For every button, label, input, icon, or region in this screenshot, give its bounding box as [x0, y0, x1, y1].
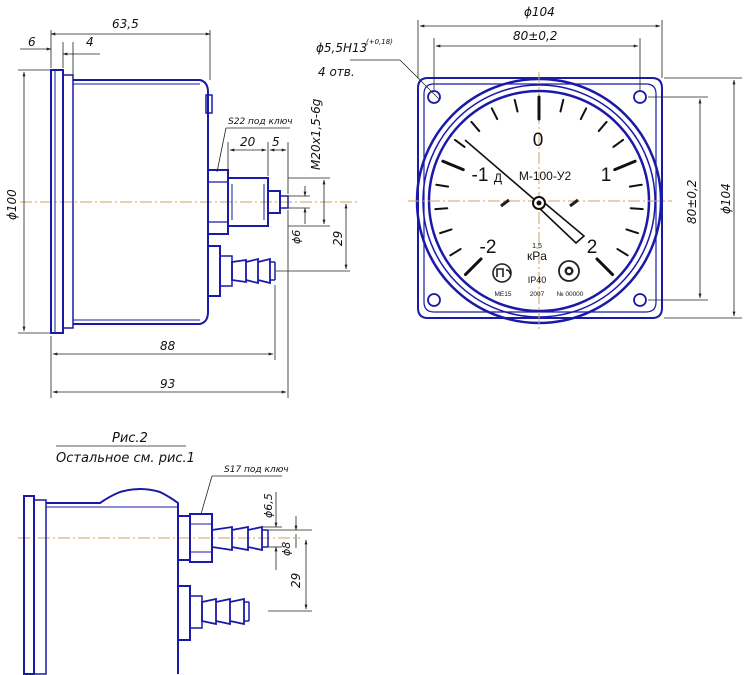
minor-tick	[559, 98, 565, 113]
dim-4: 4	[86, 35, 94, 49]
dim-fig2-29: 29	[289, 573, 303, 588]
minor-tick	[616, 248, 629, 257]
figure-2: Рис.2 Остальное см. рис.1	[18, 431, 312, 675]
minor-tick	[470, 120, 481, 133]
fig2-lower-fitting	[177, 585, 250, 641]
front-view: 0 -1 1 -2 2 Д М-100-У2 1,5 кPa IP40 ME15…	[316, 5, 742, 332]
gauge-class: 1,5	[532, 243, 542, 250]
gauge-year: 2007	[530, 291, 545, 298]
fig2-title: Рис.2	[112, 431, 148, 446]
label-s17: S17 под ключ	[224, 465, 289, 475]
gauge-ip: IP40	[528, 275, 547, 285]
dim-20: 20	[240, 135, 256, 149]
dim-right-80: 80±0,2	[685, 180, 699, 224]
minor-tick	[435, 183, 450, 188]
dim-holes-count: 4 отв.	[318, 65, 355, 79]
dim-6: 6	[28, 35, 36, 49]
dim-63-5: 63,5	[112, 17, 139, 31]
minor-tick	[628, 183, 643, 188]
major-tick	[463, 257, 483, 277]
dim-front-dia-104: ϕ104	[524, 5, 555, 19]
minor-tick	[597, 120, 608, 133]
gauge-model: М-100-У2	[519, 169, 572, 183]
fig2-case	[46, 488, 179, 674]
fig2-bezel	[23, 495, 35, 675]
dim-thread: M20x1,5-6g	[309, 98, 323, 170]
scale-ticks	[434, 95, 644, 277]
minor-tick	[453, 138, 466, 148]
gauge-unit: кPa	[527, 249, 547, 263]
dim-dia-8: ϕ8	[280, 542, 293, 556]
gauge-needle-icon	[464, 139, 586, 245]
lower-fitting	[207, 245, 276, 297]
upper-fitting	[207, 169, 289, 235]
dim-dia-6-5: ϕ6,5	[262, 493, 275, 518]
gauge-serial: № 00000	[557, 291, 584, 298]
side-view: 6 4 63,5 ϕ100 88 93 20 5 S22 под ключ M2…	[5, 17, 441, 398]
minor-tick	[449, 248, 462, 257]
dim-hole: ϕ5,5H13	[316, 41, 367, 55]
minor-tick	[625, 228, 639, 235]
dim-front-80: 80±0,2	[513, 29, 557, 43]
dim-5: 5	[272, 135, 280, 149]
fig2-upper-fitting	[177, 513, 269, 563]
minor-tick	[612, 138, 625, 148]
minor-tick	[490, 107, 499, 121]
major-tick	[441, 159, 465, 172]
dim-88: 88	[160, 339, 176, 353]
minor-tick	[579, 107, 588, 121]
mounting-flange	[417, 77, 663, 319]
dim-right-dia-104: ϕ104	[719, 183, 733, 214]
fig2-note: Остальное см. рис.1	[56, 451, 195, 466]
dim-dia-6: ϕ6	[290, 230, 303, 244]
gost-mark-icon	[558, 260, 580, 282]
major-tick	[613, 159, 637, 172]
pct-mark-icon	[492, 263, 512, 283]
scale-2: 2	[587, 237, 598, 258]
minor-tick	[513, 98, 519, 113]
scale-minus-1: -1	[472, 165, 489, 186]
gauge-sign-d: Д	[494, 171, 502, 185]
dim-dia-100: ϕ100	[5, 189, 19, 220]
dim-93: 93	[160, 377, 175, 391]
minor-tick	[434, 207, 449, 211]
major-tick	[595, 257, 615, 277]
scale-0: 0	[533, 130, 544, 151]
label-s22: S22 под ключ	[228, 117, 293, 127]
scale-minus-2: -2	[480, 237, 497, 258]
dim-29: 29	[331, 231, 345, 246]
scale-1: 1	[601, 165, 612, 186]
minor-tick	[439, 228, 453, 235]
minor-tick	[629, 207, 644, 211]
gauge-me: ME15	[495, 291, 512, 298]
mounting-holes	[427, 90, 647, 307]
dim-hole-tolerance: (+0,18)	[366, 38, 393, 46]
